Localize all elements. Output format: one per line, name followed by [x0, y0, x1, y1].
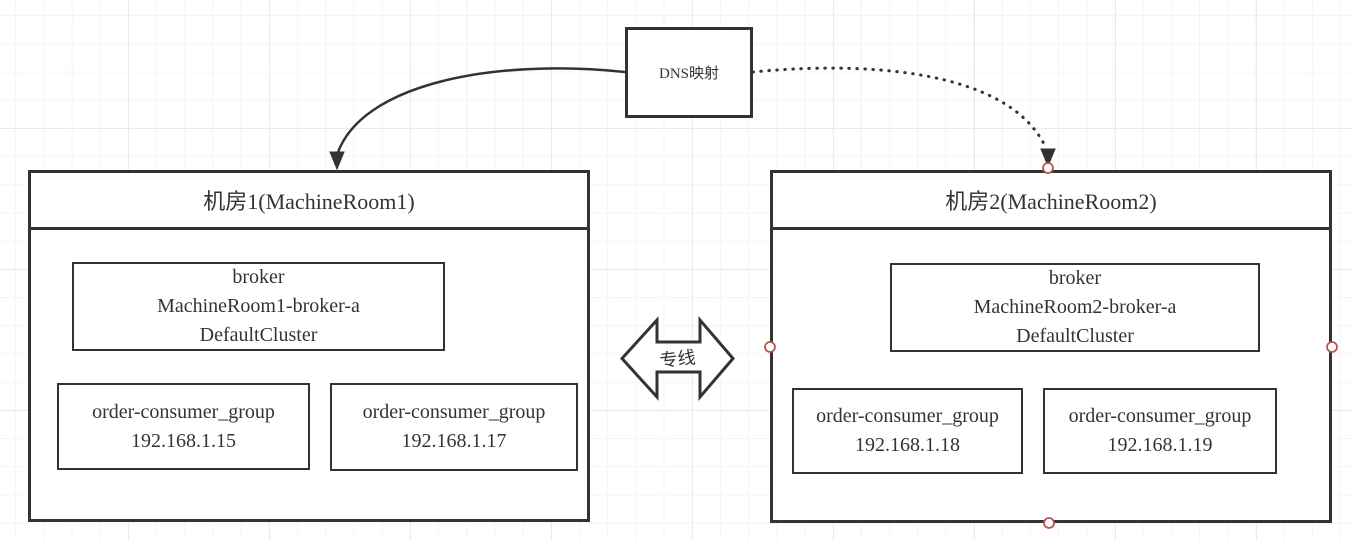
broker-line: broker: [232, 266, 285, 288]
consumer-node-room1-b: order-consumer_group 192.168.1.17: [330, 383, 578, 471]
dns-to-room1-edge: [335, 67, 626, 156]
dedicated-line-label: 专线: [658, 347, 697, 371]
broker-node-room2: broker MachineRoom2-broker-a DefaultClus…: [890, 263, 1260, 352]
machine-room-1-title: 机房1(MachineRoom1): [31, 173, 587, 230]
machine-room-1: 机房1(MachineRoom1) broker MachineRoom1-br…: [28, 170, 590, 522]
dns-to-room1-arrowhead-icon: [329, 151, 345, 171]
consumer-group-name: order-consumer_group: [1068, 405, 1252, 427]
broker-line: DefaultCluster: [1016, 325, 1134, 347]
consumer-node-room2-b: order-consumer_group 192.168.1.19: [1043, 388, 1277, 474]
consumer-node-room1-a: order-consumer_group 192.168.1.15: [57, 383, 310, 470]
consumer-group-name: order-consumer_group: [92, 400, 275, 423]
broker-line: MachineRoom1-broker-a: [157, 295, 360, 317]
dns-mapping-label: DNS映射: [658, 66, 719, 82]
broker-line: broker: [1048, 267, 1102, 289]
consumer-ip: 192.168.1.15: [131, 429, 236, 452]
machine-room-2-title: 机房2(MachineRoom2): [773, 173, 1329, 230]
broker-node-room1: broker MachineRoom1-broker-a DefaultClus…: [72, 262, 445, 351]
consumer-ip: 192.168.1.17: [401, 430, 507, 452]
consumer-ip: 192.168.1.18: [855, 434, 960, 456]
broker-line: MachineRoom2-broker-a: [973, 296, 1177, 318]
broker-line: DefaultCluster: [199, 324, 318, 346]
machine-room-2: 机房2(MachineRoom2) broker MachineRoom2-br…: [770, 170, 1332, 523]
dns-to-room2-edge: [751, 66, 1048, 150]
consumer-group-name: order-consumer_group: [816, 405, 999, 427]
consumer-node-room2-a: order-consumer_group 192.168.1.18: [792, 388, 1023, 474]
consumer-group-name: order-consumer_group: [362, 401, 546, 423]
consumer-ip: 192.168.1.19: [1107, 434, 1213, 456]
dns-to-room2-arrowhead-icon: [1040, 148, 1056, 168]
dns-mapping-node: DNS映射: [625, 27, 753, 118]
